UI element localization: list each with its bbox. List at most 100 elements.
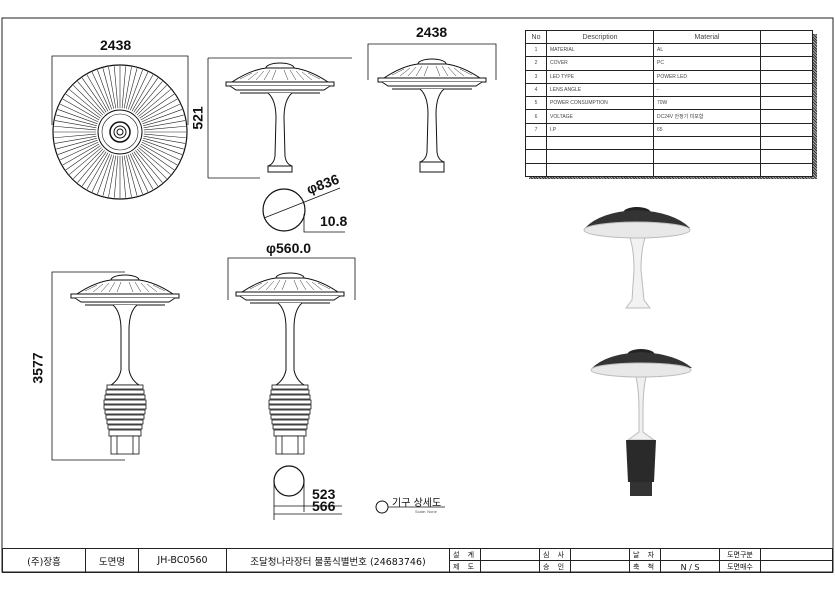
heatsink-fin [97,69,113,110]
detail-marker-icon [375,500,389,514]
model-number: JH-BC0560 [138,548,227,573]
row-description [546,136,654,151]
row-no: 4 [525,82,547,98]
heatsink-fin [54,120,97,129]
row-material: - [653,82,761,98]
row-extra [760,122,813,138]
row-no [525,149,547,164]
row-extra [760,42,813,58]
heatsink-fin [135,81,163,114]
row-description: COVER [546,56,654,71]
heatsink-fin [125,155,138,196]
row-description: LENS ANGLE [546,82,654,98]
side-view-height-dimension: 521 [189,106,206,130]
heatsink-fin [65,145,101,171]
heatsink-fin [141,103,180,123]
heatsink-fin [142,139,183,155]
header-material: Material [653,30,761,44]
row-extra [760,162,813,177]
heatsink-fin [91,153,111,192]
heatsink-fin [57,109,98,125]
row-no: 7 [525,122,547,138]
row-material: 70W [653,96,761,111]
company-name: (주)장흥 [2,548,86,573]
heatsink-fin [81,77,107,113]
heatsink-fin [142,109,183,125]
side-view [207,57,352,179]
spec-table-row [525,149,813,164]
row-extra [760,82,813,98]
row-material: DC24V 안정기 미포함 [653,109,761,124]
heatsink-fin [86,74,109,112]
heatsink-fin [56,114,97,127]
design-value [480,548,540,561]
heatsink-fin [136,148,167,179]
drawing-type-value [760,548,833,561]
heatsink-fin [125,68,138,109]
scale-value: N / S [660,560,720,573]
heatsink-fin [69,89,102,117]
top-view-width-dimension: 2438 [100,37,132,53]
heatsink-fin [140,98,178,121]
heatsink-fin [77,81,105,114]
row-description: LED TYPE [546,69,654,84]
heatsink-fin [143,125,186,131]
base-dimension-1: 523 [312,486,336,502]
title-block: (주)장흥 도면명 JH-BC0560 조달청나라장터 물품식별번호 (2468… [2,548,833,573]
drawing-type-label: 도면구분 [719,548,761,561]
draft-label: 제 도 [449,560,481,573]
row-extra [760,109,813,124]
row-extra [760,136,813,151]
full-pole-view [51,271,180,461]
drawing-count-value [760,560,833,573]
heatsink-fin [143,133,186,139]
front-view-width-dimension: 2438 [416,24,448,40]
row-no: 3 [525,69,547,84]
heatsink-fin [77,150,105,183]
thickness-dimension: 10.8 [320,213,348,229]
heatsink-fin [139,145,175,171]
heatsink-fin [143,137,184,150]
heatsink-fin [91,72,111,111]
table-shadow-side [813,34,817,179]
drawing-name-label: 도면명 [85,548,139,573]
heatsink-fin [54,125,97,131]
row-no: 1 [525,42,547,58]
row-description: I.P [546,122,654,138]
row-description [546,149,654,164]
row-no: 5 [525,96,547,111]
heatsink-fin [62,143,100,166]
heatsink-fin [62,98,100,121]
heatsink-fin [65,93,101,119]
date-label: 날 자 [629,548,661,561]
heatsink-fin [127,154,143,195]
row-material: 65 [653,122,761,138]
drawing-description: 조달청나라장터 물품식별번호 (24683746) [226,548,450,573]
top-view [51,55,189,200]
review-value [570,548,630,561]
product-render-2 [590,349,692,496]
heatsink-fin [73,148,104,179]
row-material: AL [653,42,761,58]
heatsink-fin [108,155,117,198]
heatsink-fin [138,89,171,117]
heatsink-fin [102,155,115,196]
detail-scale: Scale: None [415,509,437,514]
heatsink-fin [133,77,159,113]
heatsink-fin [60,141,99,161]
row-no: 6 [525,109,547,124]
row-description [546,162,654,177]
base-detail [273,465,342,520]
heatsink-fin [121,66,127,109]
review-label: 심 사 [539,548,571,561]
approve-label: 승 인 [539,560,571,573]
heatsink-fin [123,66,132,109]
heatsink-fin [57,139,98,155]
